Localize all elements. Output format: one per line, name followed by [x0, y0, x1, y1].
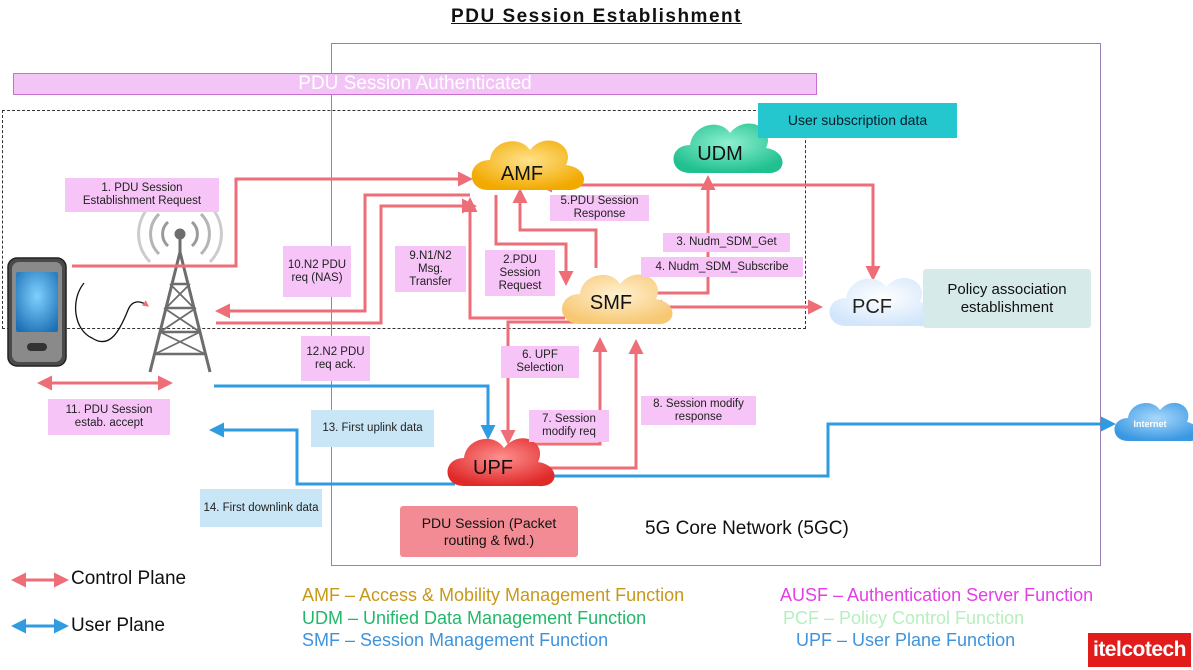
policy-association-box: Policy association establishment: [923, 269, 1091, 328]
mobile-phone-icon: [7, 257, 67, 367]
internet-cloud-icon: [1114, 402, 1193, 442]
step-8-label: 8. Session modify response: [641, 396, 756, 425]
definition-udm: UDM – Unified Data Management Function: [302, 608, 647, 628]
step-10-label: 10.N2 PDU req (NAS): [283, 246, 351, 297]
definition-upf: UPF – User Plane Function: [796, 630, 1016, 650]
user-plane-arrows: [209, 384, 1116, 486]
pcf-cloud-icon: [829, 278, 935, 327]
amf-cloud-icon: [471, 140, 584, 191]
definition-smf: SMF – Session Management Function: [302, 630, 609, 650]
step-14-label: 14. First downlink data: [200, 489, 322, 527]
step-2-label: 2.PDU Session Request: [485, 250, 555, 296]
definition-amf: AMF – Access & Mobility Management Funct…: [302, 585, 685, 605]
udm-cloud-icon: [673, 123, 783, 174]
core-network-boundary: [331, 43, 1101, 566]
pdu-session-authenticated-bar: PDU Session Authenticated: [13, 73, 817, 95]
smf-node-label: SMF: [590, 292, 632, 314]
amf-node-label: AMF: [501, 163, 543, 185]
pcf-node-label: PCF: [852, 296, 892, 318]
definition-ausf: AUSF – Authentication Server Function: [780, 585, 1094, 605]
definition-pcf: PCF – Policy Control Function: [783, 608, 1025, 628]
pdu-session-packet-box: PDU Session (Packet routing & fwd.): [400, 506, 578, 557]
step-6-label: 6. UPF Selection: [501, 346, 579, 378]
base-station-tower-icon: [137, 204, 223, 373]
legend-control-plane-label: Control Plane: [71, 568, 187, 589]
internet-node-label: Internet: [1133, 419, 1166, 429]
step-12-label: 12.N2 PDU req ack.: [301, 336, 370, 381]
udm-node-label: UDM: [697, 143, 743, 165]
itelcotech-logo: itelcotech: [1088, 633, 1191, 667]
user-subscription-data-box: User subscription data: [758, 103, 957, 138]
step-1-label: 1. PDU Session Establishment Request: [65, 178, 219, 212]
step-13-label: 13. First uplink data: [311, 410, 434, 447]
step-4-label: 4. Nudm_SDM_Subscribe: [641, 257, 803, 277]
step-5-label: 5.PDU Session Response: [550, 195, 649, 221]
step-9-label: 9.N1/N2 Msg. Transfer: [395, 246, 466, 292]
smf-cloud-icon: [562, 274, 673, 325]
radio-wave-icon: [74, 282, 150, 343]
step-11-label: 11. PDU Session estab. accept: [48, 399, 170, 435]
upf-cloud-icon: [447, 438, 555, 487]
upf-node-label: UPF: [473, 457, 513, 479]
step-3-label: 3. Nudm_SDM_Get: [663, 233, 790, 252]
page-title: PDU Session Establishment: [451, 6, 742, 27]
core-network-label: 5G Core Network (5GC): [645, 518, 849, 539]
step-7-label: 7. Session modify req: [529, 410, 609, 442]
legend-user-plane-label: User Plane: [71, 615, 165, 636]
